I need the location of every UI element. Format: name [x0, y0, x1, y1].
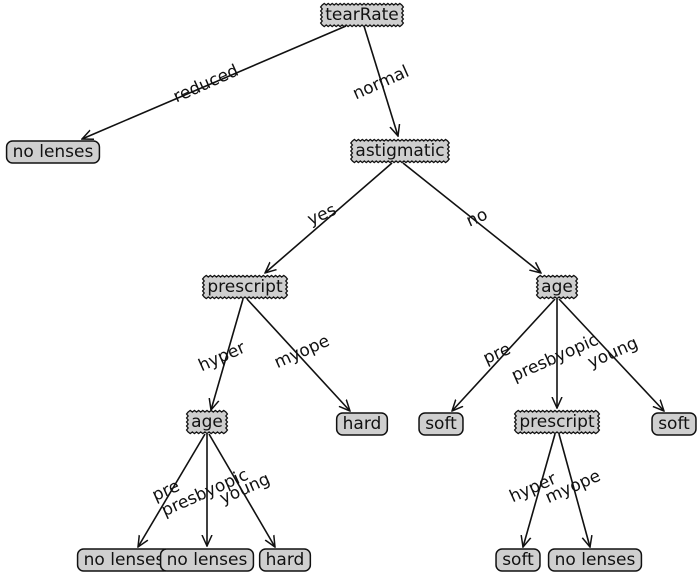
nodes-layer: tearRate no lenses astigmatic prescript age a…: [5, 2, 697, 572]
edge-arrow: [265, 162, 393, 273]
decision-node-astigmatic: astigmatic: [349, 138, 451, 164]
node-label: age: [191, 412, 223, 432]
decision-node-tearRate: tearRate: [319, 2, 405, 28]
decision-box: [319, 2, 405, 28]
edge-arrow: [246, 298, 350, 411]
edge-label: pre: [480, 339, 514, 369]
leaf-box: [5, 140, 101, 164]
leaf-box: [495, 548, 541, 572]
edge-myope: myope: [542, 433, 604, 547]
edge-normal: normal: [350, 25, 413, 136]
edge-arrow: [558, 298, 664, 411]
decision-node-prescript: prescript: [513, 409, 601, 435]
edge-young: young: [208, 433, 275, 547]
leaf-node-soft: soft: [418, 412, 464, 436]
leaf-node-hard: hard: [258, 548, 312, 572]
decision-box: [535, 274, 579, 300]
node-label: no lenses: [167, 550, 248, 570]
node-label: age: [541, 277, 573, 297]
edge-reduced: reduced: [82, 25, 347, 139]
edge-label: no: [463, 205, 490, 232]
decision-node-age: age: [535, 274, 579, 300]
node-label: prescript: [519, 412, 595, 432]
edge-label: reduced: [170, 61, 241, 107]
edge-label: normal: [350, 62, 413, 105]
edge-arrow: [211, 298, 244, 410]
edge-arrow: [138, 433, 206, 547]
edge-arrow: [452, 298, 556, 411]
leaf-node-soft: soft: [651, 412, 697, 436]
node-label: hard: [343, 414, 382, 434]
leaf-box: [159, 548, 255, 572]
node-label: no lenses: [13, 142, 94, 162]
edge-label: yes: [305, 200, 340, 230]
leaf-node-soft: soft: [495, 548, 541, 572]
decision-node-age: age: [185, 409, 229, 435]
edge-no: no: [402, 162, 541, 273]
edge-arrow: [363, 25, 398, 136]
leaf-box: [651, 412, 697, 436]
node-label: no lenses: [84, 550, 165, 570]
leaf-node-no-lenses: no lenses: [159, 548, 255, 572]
leaf-node-no-lenses: no lenses: [547, 548, 643, 572]
edge-label: myope: [271, 331, 332, 373]
edge-myope: myope: [246, 298, 350, 411]
leaf-node-no-lenses: no lenses: [76, 548, 172, 572]
decision-box: [349, 138, 451, 164]
decision-node-prescript: prescript: [201, 274, 289, 300]
leaf-box: [418, 412, 464, 436]
decision-box: [513, 409, 601, 435]
node-label: soft: [658, 414, 690, 434]
node-label: soft: [425, 414, 457, 434]
decision-box: [201, 274, 289, 300]
edge-arrow: [558, 433, 590, 547]
edge-hyper: hyper: [196, 298, 248, 410]
node-label: tearRate: [325, 5, 399, 25]
node-label: no lenses: [555, 550, 636, 570]
leaf-box: [547, 548, 643, 572]
leaf-node-no-lenses: no lenses: [5, 140, 101, 164]
node-label: astigmatic: [355, 141, 444, 161]
leaf-box: [258, 548, 312, 572]
leaf-box: [335, 412, 389, 436]
decision-box: [185, 409, 229, 435]
edge-arrow: [208, 433, 275, 547]
edge-arrow: [82, 25, 347, 139]
edge-yes: yes: [265, 162, 393, 273]
node-label: hard: [266, 550, 305, 570]
node-label: prescript: [207, 277, 283, 297]
edge-arrow: [402, 162, 541, 273]
edge-arrow: [523, 433, 556, 547]
node-label: soft: [502, 550, 534, 570]
leaf-node-hard: hard: [335, 412, 389, 436]
